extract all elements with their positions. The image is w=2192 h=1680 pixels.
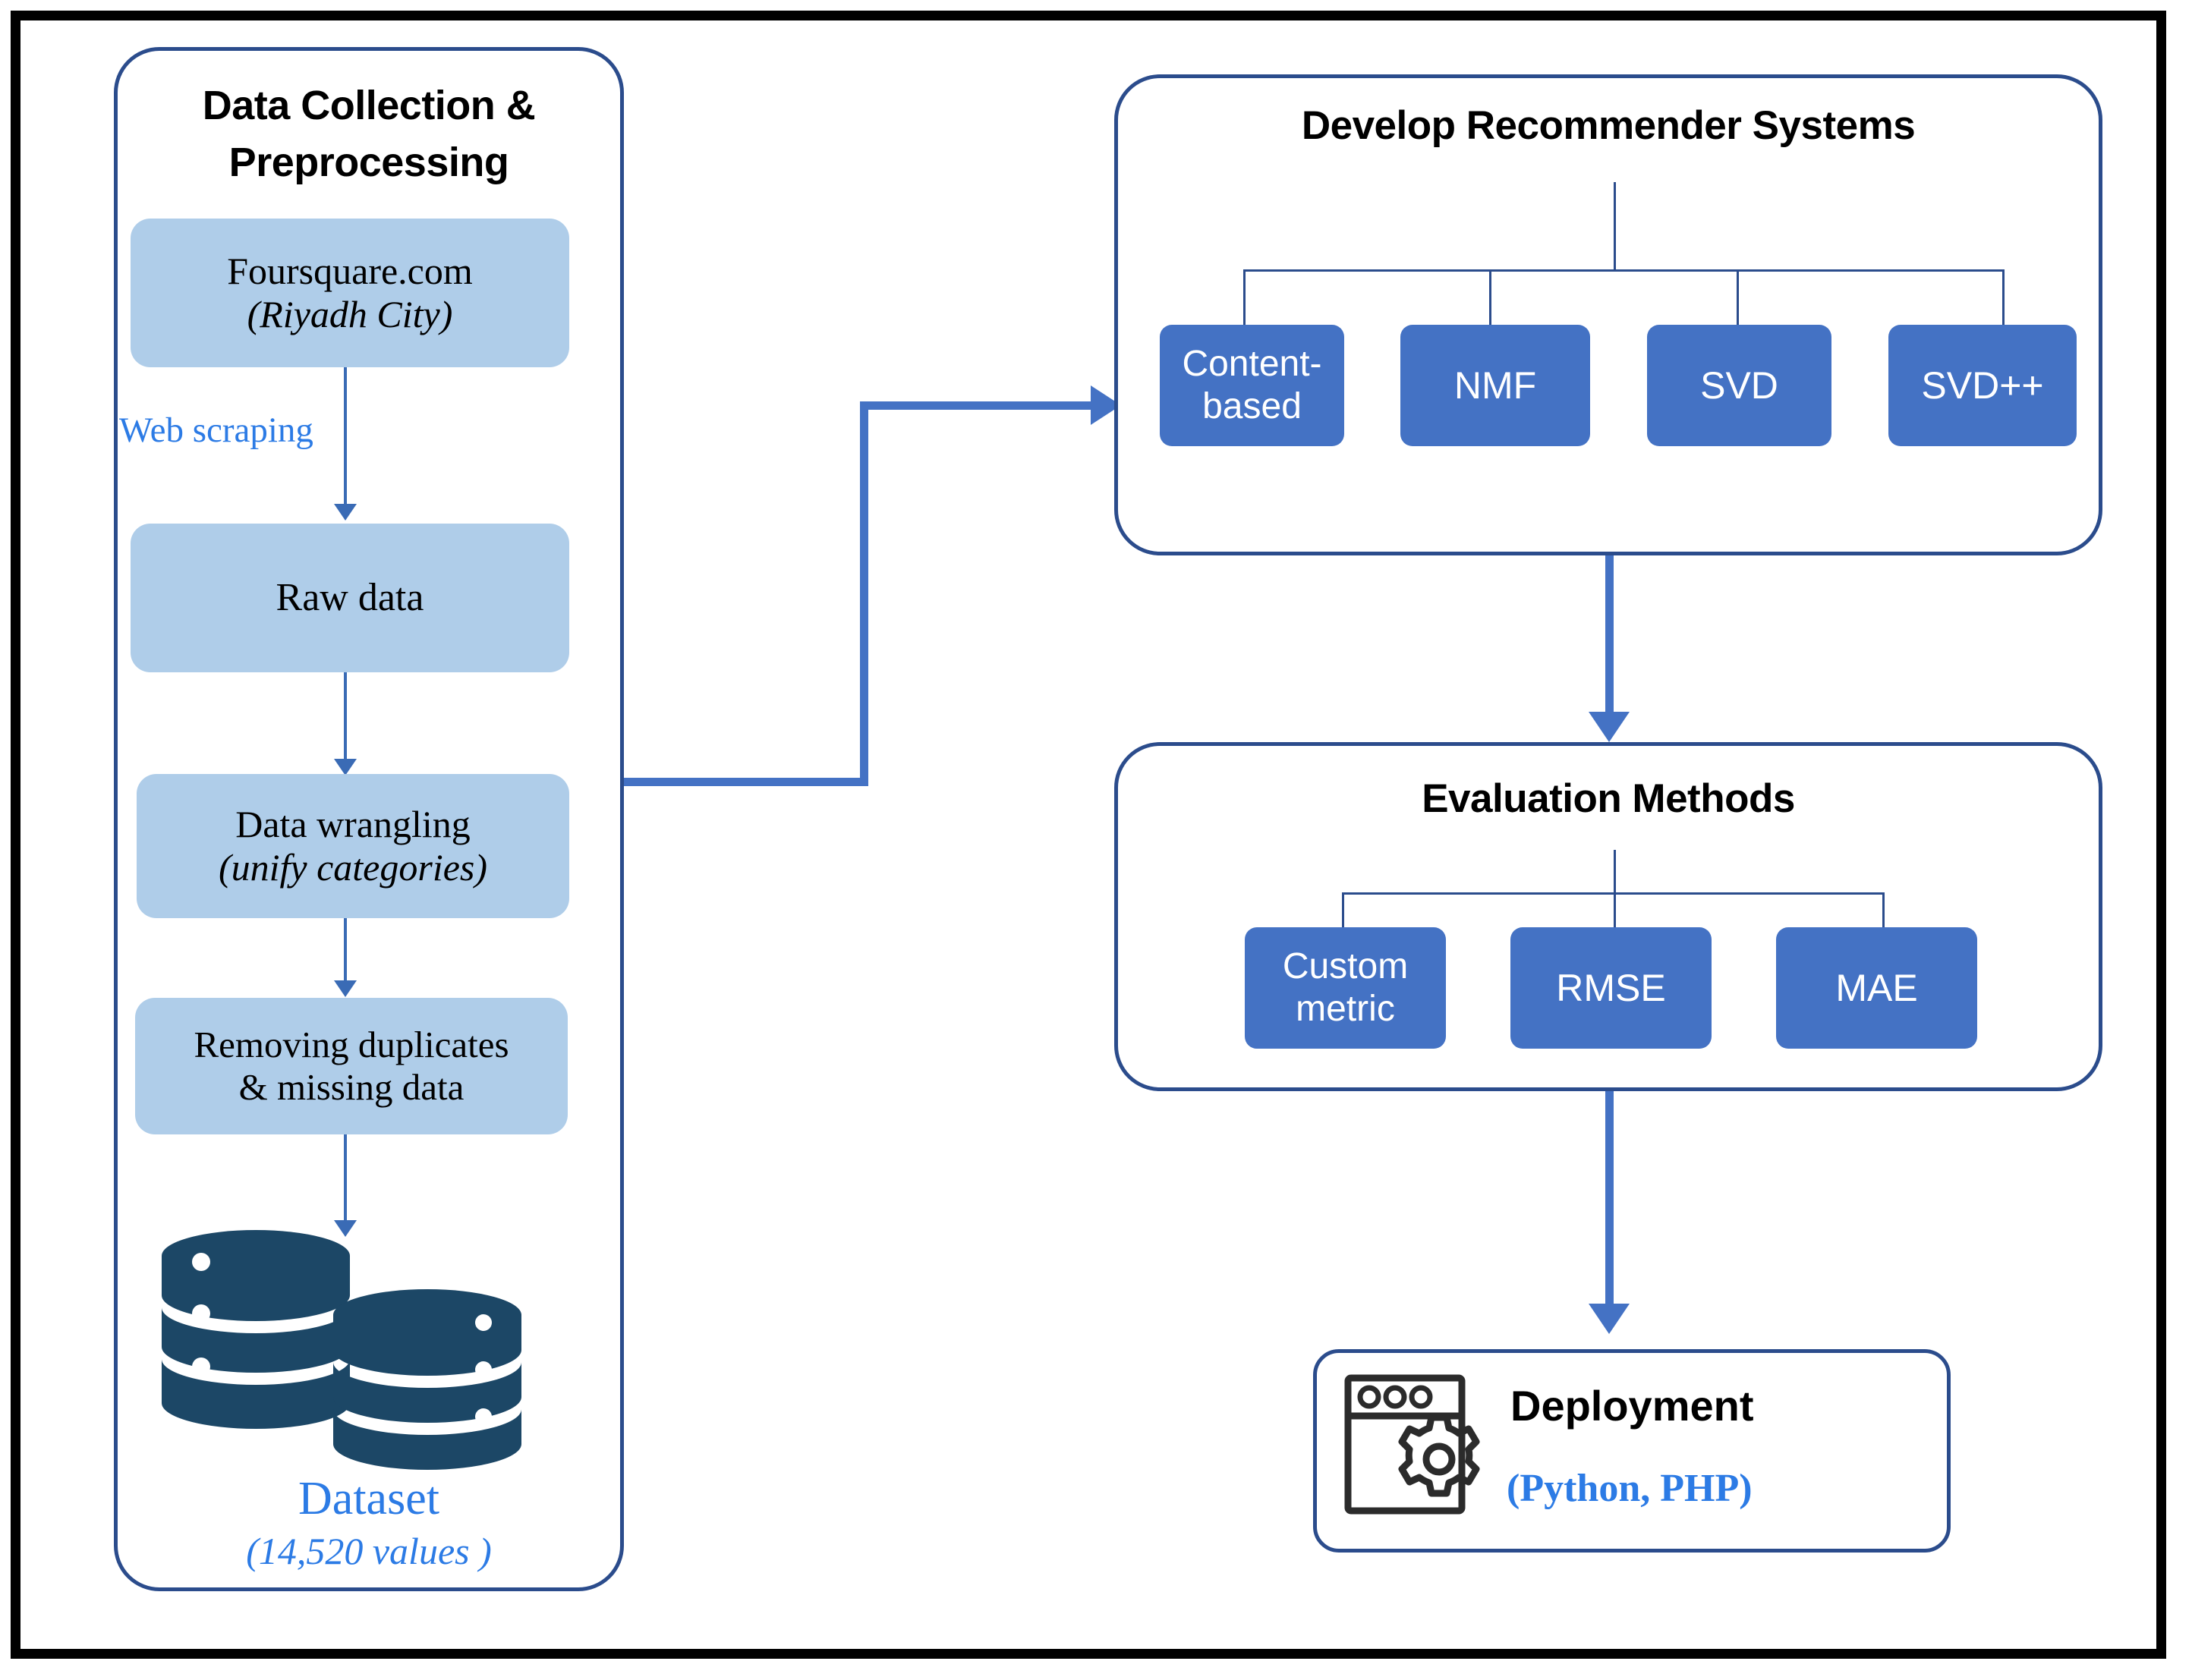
connector-left-to-develop-riser — [860, 401, 868, 781]
step-box-raw-data: Raw data — [131, 524, 569, 672]
arrow-web-scraping-line — [344, 367, 347, 518]
method-content-based-line2: based — [1202, 386, 1302, 426]
arrow-evaluation-to-deployment-line — [1605, 1091, 1614, 1311]
arrow-wrangling-to-removing-line — [344, 918, 347, 993]
arrow-web-scraping-head — [334, 504, 357, 521]
arrow-raw-to-wrangling-head — [334, 759, 357, 776]
method-box-nmf: NMF — [1400, 325, 1590, 446]
arrow-develop-to-evaluation-head — [1589, 712, 1630, 742]
metric-rmse-label: RMSE — [1556, 967, 1666, 1009]
step-foursquare-line2: (Riyadh City) — [247, 293, 453, 335]
connector-left-to-develop-upper — [860, 401, 1095, 410]
arrow-develop-to-evaluation-line — [1605, 555, 1614, 719]
metric-mae-label: MAE — [1835, 967, 1918, 1009]
method-content-based-line1: Content- — [1182, 344, 1322, 385]
metric-box-custom-metric: Custom metric — [1245, 927, 1446, 1049]
evaluation-panel-title: Evaluation Methods — [1422, 776, 1795, 821]
left-panel-title-line2: Preprocessing — [228, 140, 509, 185]
step-wrangling-line1: Data wrangling — [235, 803, 471, 845]
edge-label-web-scraping: Web scraping — [119, 411, 313, 450]
develop-panel-title: Develop Recommender Systems — [1301, 103, 1916, 148]
step-wrangling-line2: (unify categories) — [218, 846, 488, 889]
method-box-content-based: Content- based — [1160, 325, 1344, 446]
arrow-removing-to-dataset-line — [344, 1134, 347, 1232]
method-nmf-label: NMF — [1453, 364, 1537, 407]
panel-develop-recommender-systems — [1114, 74, 2102, 555]
deployment-subtitle: (Python, PHP) — [1507, 1467, 1753, 1510]
deployment-title: Deployment — [1510, 1382, 1754, 1430]
step-raw-data-label: Raw data — [276, 576, 424, 620]
evaluation-tree-trunk — [1614, 850, 1616, 895]
develop-tree-drop-2 — [1489, 269, 1491, 328]
evaluation-tree-drop-2 — [1614, 892, 1616, 941]
step-box-foursquare: Foursquare.com (Riyadh City) — [131, 219, 569, 367]
develop-tree-drop-1 — [1243, 269, 1246, 328]
step-removing-line2: & missing data — [238, 1066, 465, 1108]
method-svd-label: SVD — [1700, 364, 1778, 407]
connector-left-to-develop-lower — [624, 778, 868, 786]
metric-box-mae: MAE — [1776, 927, 1977, 1049]
step-foursquare-line1: Foursquare.com — [227, 250, 473, 292]
develop-tree-crossbar — [1243, 269, 2005, 272]
method-box-svdpp: SVD++ — [1888, 325, 2077, 446]
dataset-label: Dataset — [298, 1473, 439, 1524]
step-box-removing-duplicates: Removing duplicates & missing data — [135, 998, 568, 1134]
step-removing-line1: Removing duplicates — [194, 1024, 509, 1066]
panel-deployment — [1313, 1349, 1951, 1553]
metric-box-rmse: RMSE — [1510, 927, 1712, 1049]
method-box-svd: SVD — [1647, 325, 1831, 446]
evaluation-tree-drop-1 — [1342, 892, 1344, 941]
step-box-data-wrangling: Data wrangling (unify categories) — [137, 774, 569, 918]
metric-custom-line2: metric — [1296, 989, 1395, 1029]
develop-tree-trunk — [1614, 182, 1616, 272]
evaluation-tree-drop-3 — [1882, 892, 1885, 941]
develop-tree-drop-3 — [1737, 269, 1739, 328]
metric-custom-line1: Custom — [1282, 946, 1409, 987]
develop-tree-drop-4 — [2002, 269, 2005, 328]
evaluation-tree-crossbar — [1342, 892, 1885, 895]
arrow-removing-to-dataset-head — [334, 1220, 357, 1237]
arrow-evaluation-to-deployment-head — [1589, 1304, 1630, 1334]
browser-window-gear-icon — [1342, 1372, 1513, 1527]
left-panel-title-line1: Data Collection & — [202, 83, 536, 128]
arrow-wrangling-to-removing-head — [334, 980, 357, 997]
method-svdpp-label: SVD++ — [1921, 364, 2044, 407]
database-stack-icon — [156, 1225, 528, 1472]
arrow-raw-to-wrangling-line — [344, 672, 347, 771]
dataset-count-label: (14,520 values ) — [246, 1530, 492, 1572]
